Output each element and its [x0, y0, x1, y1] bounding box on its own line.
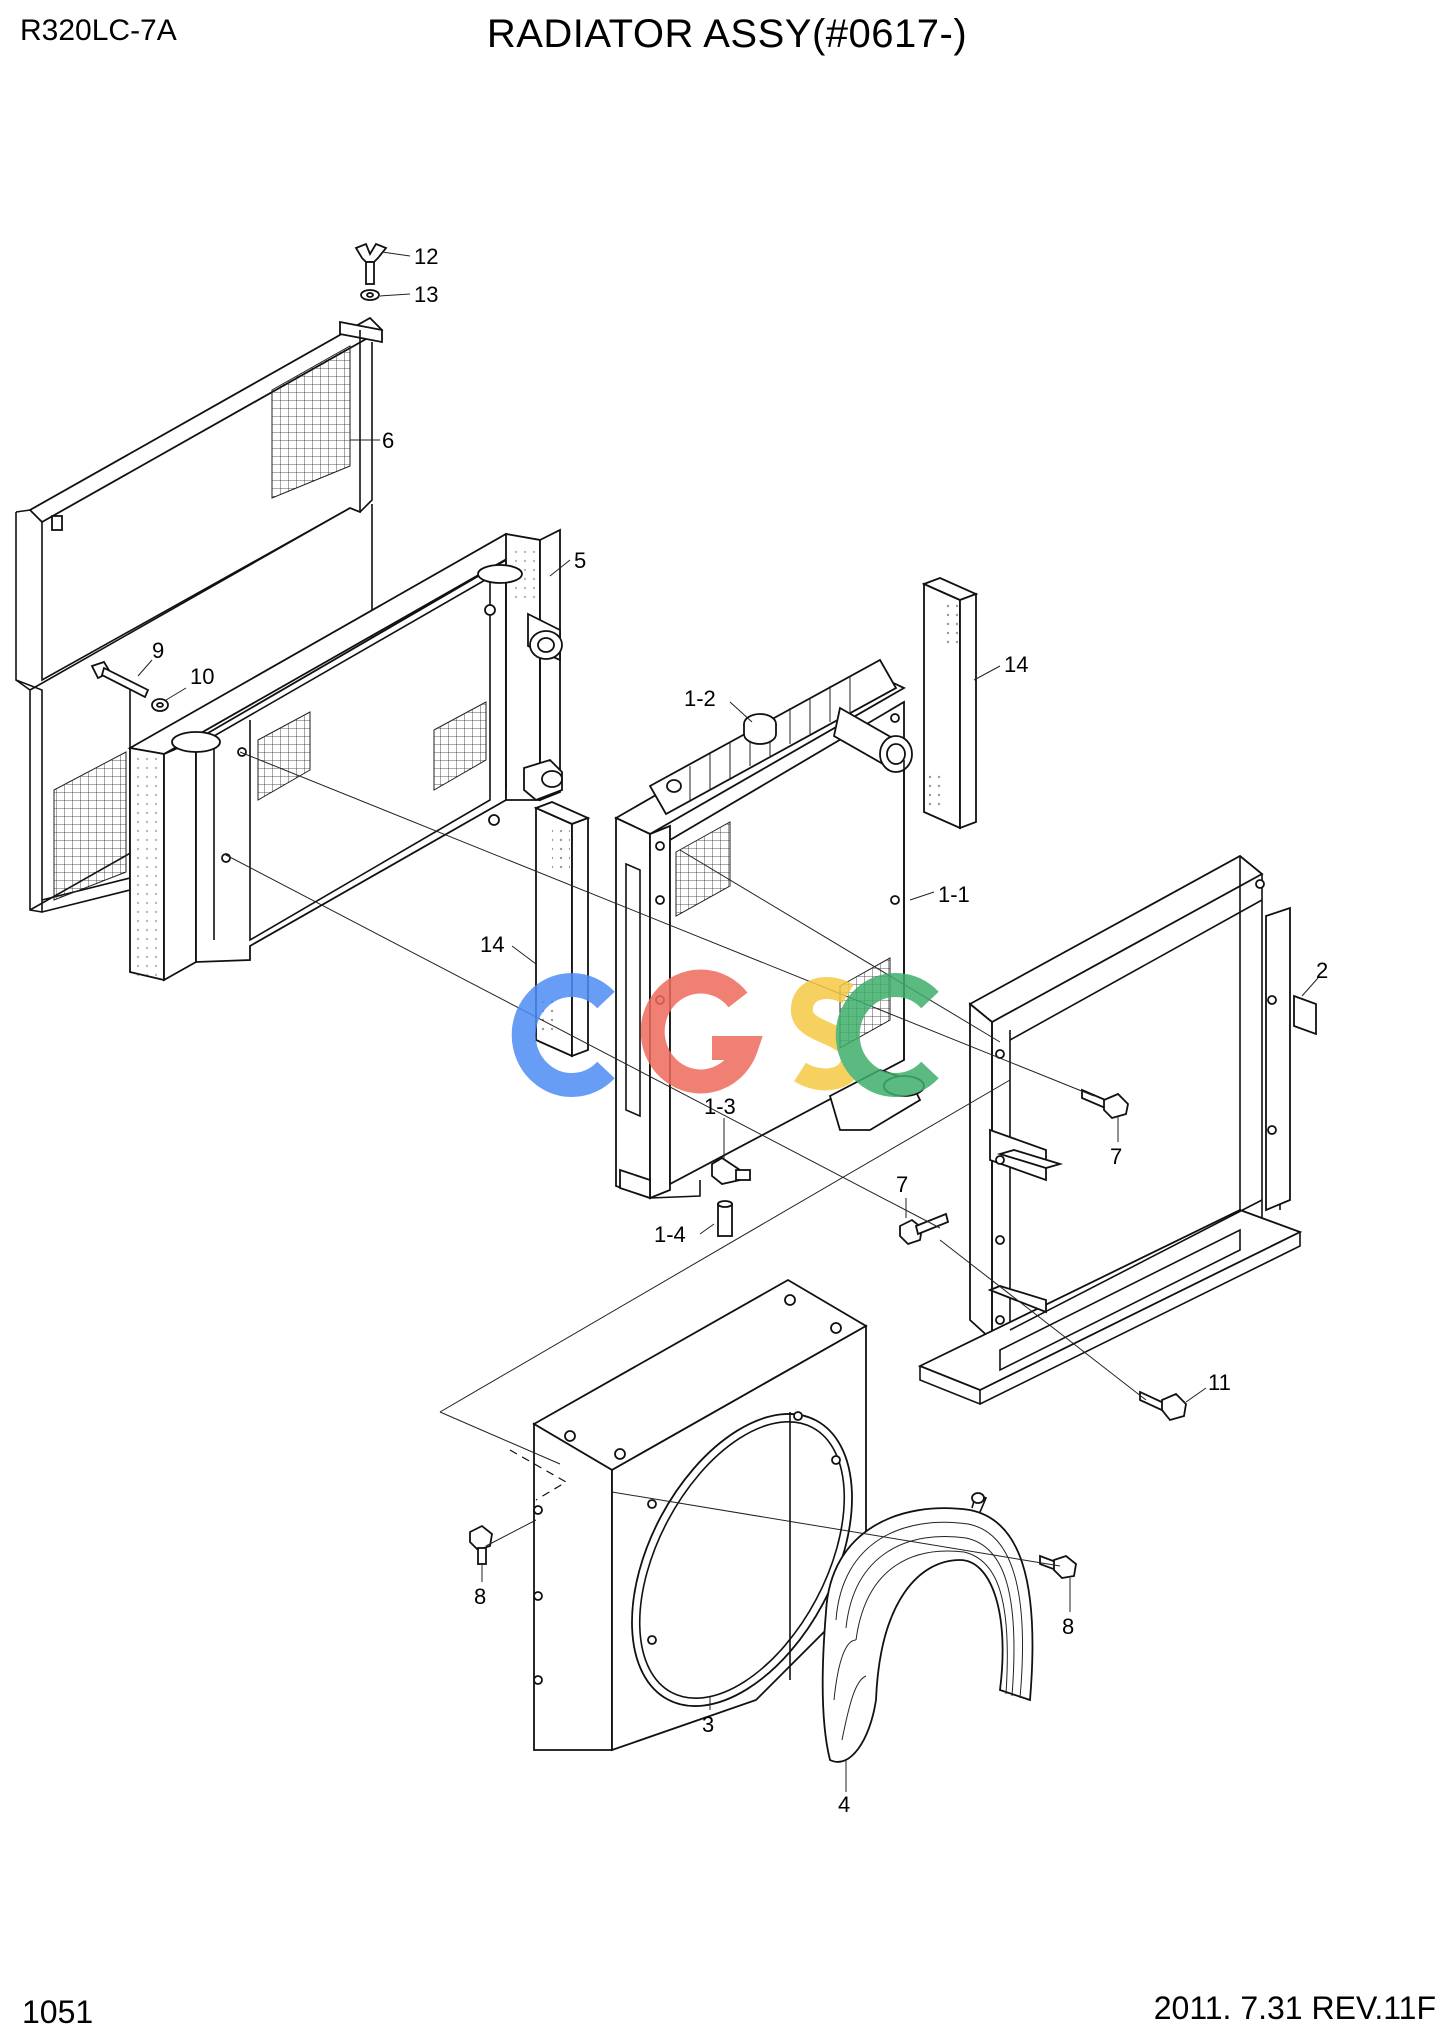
radiator-cap-part-1-2 [743, 713, 777, 745]
callout-1-3: 1-3 [704, 1094, 736, 1119]
callout-7-upper: 7 [1110, 1144, 1122, 1169]
support-frame-part-2 [917, 854, 1317, 1406]
callout-5: 5 [574, 548, 586, 573]
watermark-letter-c2 [835, 973, 939, 1097]
callout-10: 10 [190, 664, 214, 689]
callout-12: 12 [414, 244, 438, 269]
watermark-letter-s [791, 977, 863, 1091]
callout-1-4: 1-4 [654, 1222, 686, 1247]
callout-9: 9 [152, 638, 164, 663]
bolt-part-8-right [1039, 1554, 1077, 1579]
callout-11: 11 [1208, 1370, 1231, 1395]
bolt-part-11 [1139, 1390, 1187, 1422]
seal-pad-part-14-lower [533, 801, 591, 1058]
callout-1-2: 1-2 [684, 686, 716, 711]
model-number: R320LC-7A [20, 14, 177, 47]
callout-2: 2 [1316, 958, 1328, 983]
callout-1-1: 1-1 [938, 882, 970, 907]
washer-part-13 [360, 289, 380, 301]
callout-6: 6 [382, 428, 394, 453]
bolt-part-8-left [469, 1524, 493, 1565]
assembly-reference-lines [223, 751, 1147, 1567]
callout-3: 3 [702, 1712, 714, 1737]
fan-guard-part-4 [821, 1492, 1034, 1763]
seal-pad-part-14-upper [921, 577, 979, 830]
bolt-part-7-upper [1081, 1088, 1129, 1120]
callout-8-left: 8 [474, 1584, 486, 1609]
wing-bolt-part-12 [354, 242, 388, 285]
page-title: RADIATOR ASSY(#0617-) [486, 12, 968, 56]
bolt-part-9 [90, 660, 150, 699]
callout-4: 4 [838, 1792, 850, 1817]
watermark-letter-g [640, 969, 763, 1094]
callout-14-upper: 14 [1004, 652, 1028, 677]
washer-part-10 [151, 698, 169, 712]
callout-labels: 12 13 6 5 9 10 1-2 14 14 1-1 2 7 7 1-3 1… [152, 244, 1328, 1817]
oil-cooler-part-5 [127, 528, 563, 982]
leader-lines [137, 251, 1319, 1792]
drain-cock-part-1-3 [711, 1156, 751, 1185]
fan-shroud-part-3 [532, 1278, 868, 1752]
callout-8-right: 8 [1062, 1614, 1074, 1639]
callout-14-lower: 14 [480, 932, 504, 957]
callout-7-lower: 7 [896, 1172, 908, 1197]
watermark-letter-c1 [511, 973, 615, 1097]
revision-date: 2011. 7.31 REV.11F [1153, 1990, 1436, 2026]
screen-guard-part-6 [15, 316, 384, 914]
drain-plug-part-1-4 [717, 1200, 733, 1237]
page-number: 1051 [22, 1994, 94, 2030]
bolt-part-7-lower [899, 1212, 950, 1246]
callout-13: 13 [414, 282, 438, 307]
watermark-logo [511, 969, 939, 1097]
